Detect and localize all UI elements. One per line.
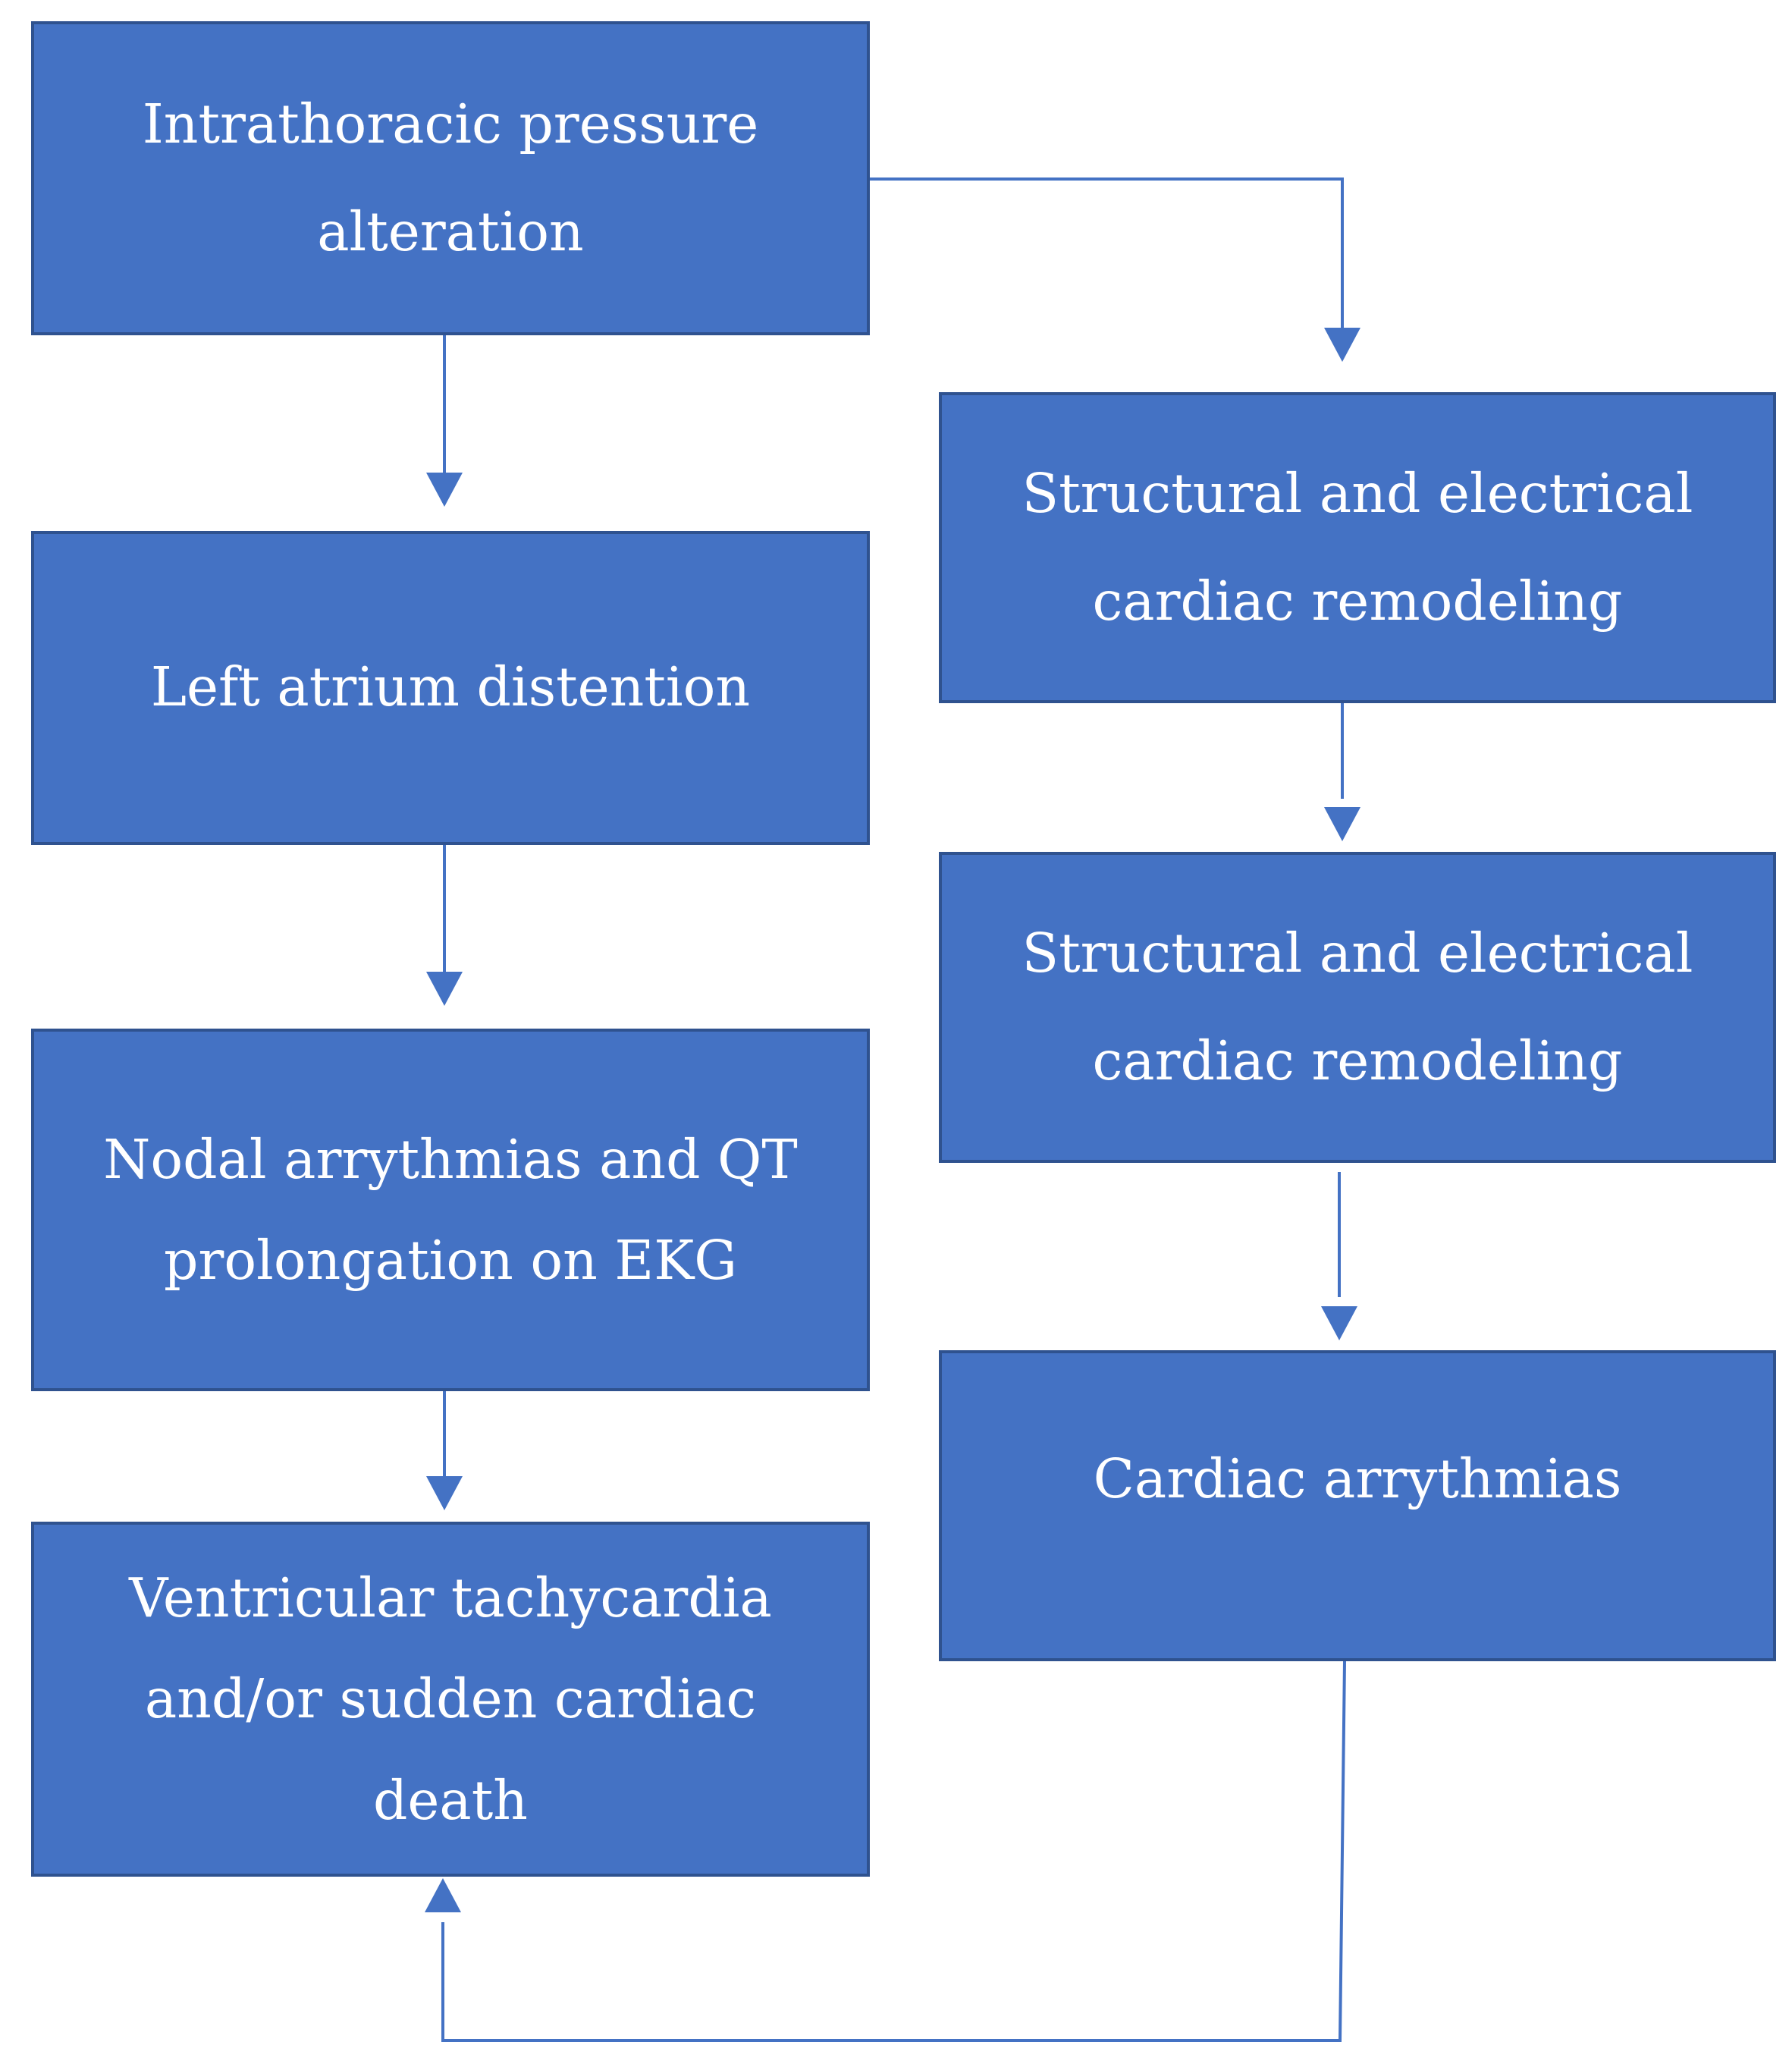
arrowhead-ventricular-bottom <box>425 1878 461 1912</box>
node-nodal-arrythmias: Nodal arrythmias and QT prolongation on … <box>31 1029 870 1391</box>
node-ventricular-tachycardia: Ventricular tachycardia and/or sudden ca… <box>31 1522 870 1877</box>
node-label: Structural and electrical cardiac remode… <box>1022 922 1693 1092</box>
node-label: Structural and electrical cardiac remode… <box>1022 462 1693 633</box>
node-intrathoracic-pressure-alteration: Intrathoracic pressure alteration <box>31 21 870 335</box>
node-label: Cardiac arrythmias <box>1093 1447 1622 1510</box>
arrowhead-ventricular-top <box>426 1476 463 1510</box>
node-cardiac-remodeling-2: Structural and electrical cardiac remode… <box>939 852 1776 1163</box>
arrowhead-nodal <box>426 972 463 1006</box>
node-cardiac-arrythmias: Cardiac arrythmias <box>939 1350 1776 1661</box>
arrowhead-remodeling-2 <box>1324 807 1360 841</box>
edge-cardiac-arrythmias-to-ventricular <box>441 1660 1346 2042</box>
arrowhead-left-atrium <box>426 473 463 507</box>
node-cardiac-remodeling-1: Structural and electrical cardiac remode… <box>939 392 1776 703</box>
arrowhead-remodeling-1 <box>1324 328 1360 362</box>
arrowhead-cardiac-arrythmias <box>1321 1306 1357 1340</box>
node-label: Nodal arrythmias and QT prolongation on … <box>103 1127 798 1292</box>
node-label: Left atrium distention <box>150 655 751 718</box>
node-label: Intrathoracic pressure alteration <box>142 93 759 263</box>
edge-intrathoracic-to-remodeling-1 <box>870 178 1344 328</box>
node-label: Ventricular tachycardia and/or sudden ca… <box>129 1566 772 1832</box>
node-left-atrium-distention: Left atrium distention <box>31 531 870 845</box>
